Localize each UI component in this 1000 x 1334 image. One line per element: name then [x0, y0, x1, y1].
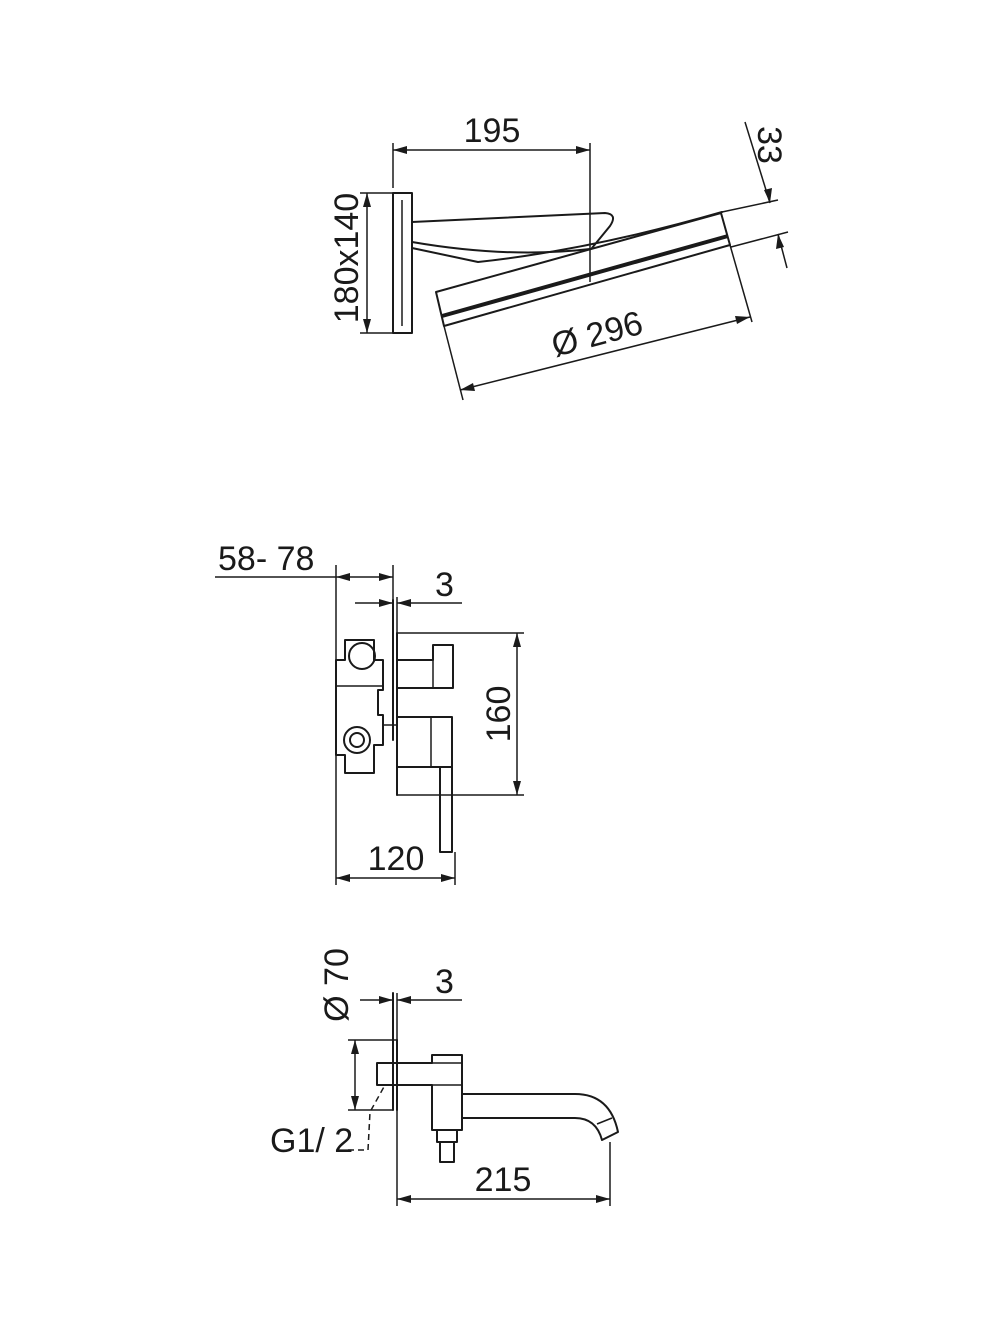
mixer-diverter-knob [396, 644, 454, 689]
dim-58-78-label: 58- 78 [218, 540, 314, 578]
mixer-body [335, 639, 384, 774]
spout-bottom-nut [436, 1129, 458, 1143]
dim-33-label: 33 [750, 126, 788, 164]
dim-195-arrow-left [393, 146, 407, 154]
dim-3-spout-arrow-left [379, 996, 393, 1004]
dim-3-spout-arrow-right [397, 996, 411, 1004]
spout-drawing: Ø 70 3 G1/ 2 215 [270, 948, 619, 1206]
mixer-valve-bottom-inner [349, 732, 365, 748]
shower-head-disc [435, 212, 731, 327]
dim-160-label: 160 [480, 686, 518, 743]
spout-pipe-tip [596, 1117, 613, 1125]
dim-58-78-arrow-left [336, 573, 350, 581]
dim-195-label: 195 [464, 112, 521, 150]
dim-33-arrow-top [764, 188, 772, 203]
shower-head-face [441, 234, 729, 318]
thread-label: G1/ 2 [270, 1122, 353, 1160]
thread-leader [348, 1084, 386, 1151]
spout-pipe [461, 1093, 619, 1141]
dim-215-label: 215 [475, 1161, 532, 1199]
mixer-valve-top [348, 642, 376, 670]
shower-head-drawing: 195 180x140 Ø 296 33 [328, 112, 789, 401]
mixer-lever-body [396, 716, 453, 768]
dim-215-arrow-right [596, 1195, 610, 1203]
dim-296-line [459, 316, 751, 391]
dim-70-label: Ø 70 [318, 948, 356, 1022]
dim-180x140-arrow-bottom [363, 319, 371, 333]
dim-296-ext-right [729, 244, 753, 323]
mixer-valve-bottom [343, 726, 371, 754]
dim-120-label: 120 [368, 840, 425, 878]
dim-33-line-top [744, 121, 771, 204]
dim-3-mixer-arrow-left [379, 599, 393, 607]
dim-3-mixer-arrow-right [397, 599, 411, 607]
spout-bottom-stub [439, 1141, 455, 1163]
dim-195-arrow-right [576, 146, 590, 154]
dim-160-arrow-top [513, 633, 521, 647]
spout-connector [376, 1062, 398, 1086]
dim-58-78-arrow-right [379, 573, 393, 581]
mixer-lever-handle [439, 766, 453, 853]
shower-arm [411, 211, 723, 263]
dim-296-arrow-left [460, 383, 475, 391]
dim-33-arrow-bottom [776, 234, 784, 249]
mixer-drawing: 58- 78 3 160 120 [215, 540, 524, 885]
dim-296-arrow-right [735, 316, 750, 324]
dim-215-arrow-left [397, 1195, 411, 1203]
dim-3-spout-label: 3 [435, 963, 454, 1001]
spout-body [396, 1054, 463, 1131]
shower-wall-plate [392, 192, 413, 334]
dim-70-arrow-bottom [351, 1096, 359, 1110]
dim-33-ext-top [721, 199, 779, 213]
dim-3-mixer-label: 3 [435, 566, 454, 604]
dim-180x140-label: 180x140 [328, 193, 366, 323]
dim-296-ext-left [443, 325, 464, 401]
dim-160-arrow-bottom [513, 781, 521, 795]
dim-70-arrow-top [351, 1040, 359, 1054]
shower-arm-lower [411, 241, 591, 254]
dim-180x140-arrow-top [363, 193, 371, 207]
dim-120-arrow-left [336, 874, 350, 882]
dim-120-arrow-right [441, 874, 455, 882]
